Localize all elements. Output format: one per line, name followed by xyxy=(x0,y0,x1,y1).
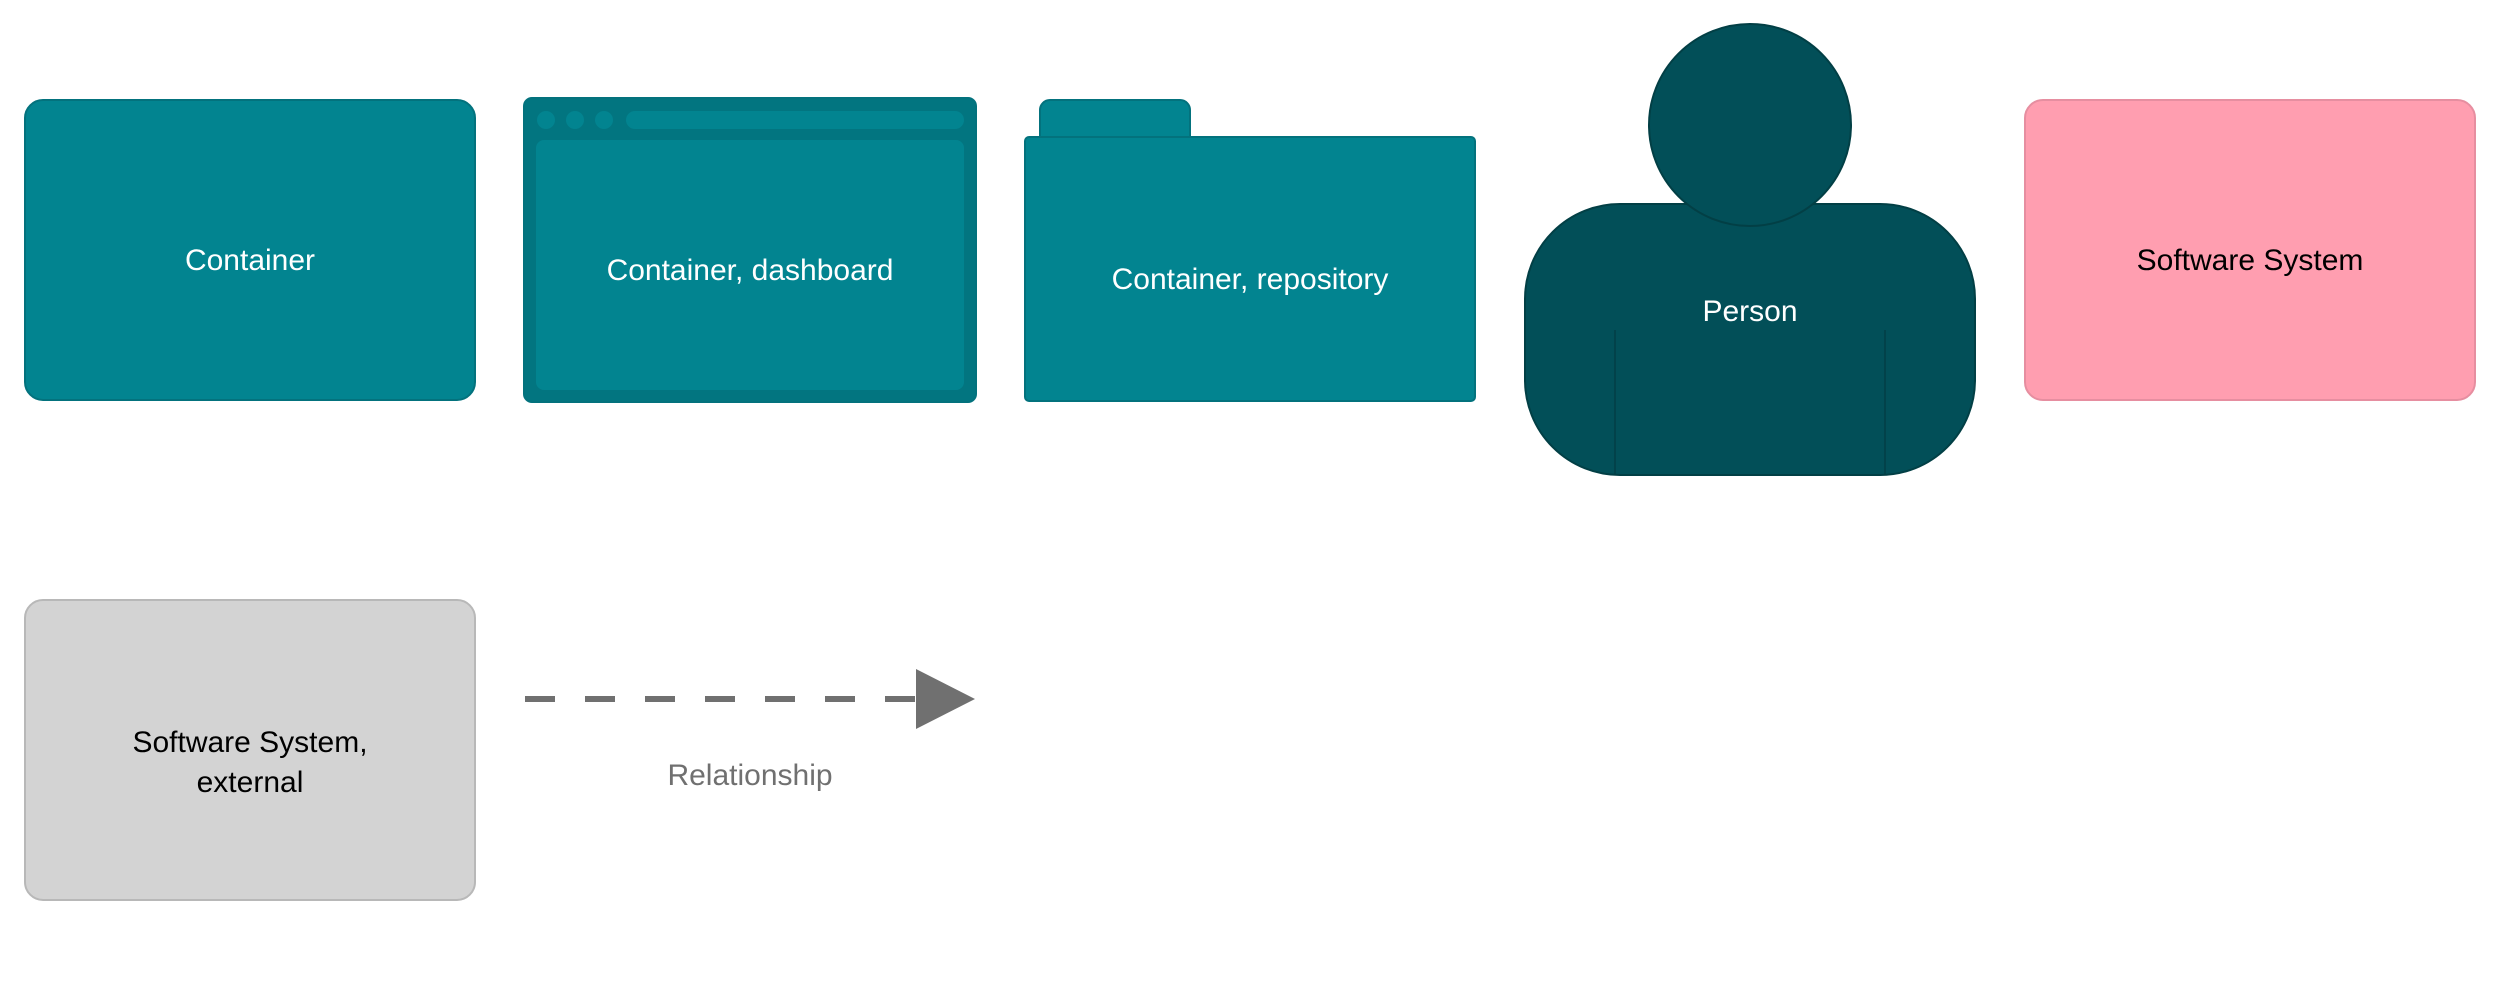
dashboard-content-area xyxy=(536,140,964,390)
dashboard-window-dot-1 xyxy=(537,111,555,129)
container-label: Container xyxy=(185,244,315,277)
container-repository-element[interactable]: Container, repository xyxy=(1024,99,1476,402)
relationship-label: Relationship xyxy=(667,759,832,792)
container-dashboard-element[interactable]: Container, dashboard xyxy=(523,97,977,403)
software-system-external-label-line1: Software System, xyxy=(132,726,367,759)
software-system-element[interactable]: Software System xyxy=(2024,99,2476,401)
person-head xyxy=(1648,23,1852,227)
person-element[interactable]: Person xyxy=(1524,23,1976,476)
software-system-external-label-line2: external xyxy=(197,766,304,799)
software-system-external-element[interactable]: Software System, external xyxy=(24,599,476,901)
container-box xyxy=(24,99,476,401)
container-repository-label: Container, repository xyxy=(1112,263,1389,296)
person-body xyxy=(1524,203,1976,476)
dashboard-address-bar xyxy=(626,111,964,129)
software-system-label: Software System xyxy=(2137,244,2364,277)
container-element[interactable]: Container xyxy=(24,99,476,401)
person-label: Person xyxy=(1702,295,1797,328)
repository-folder-body xyxy=(1024,136,1476,402)
software-system-box xyxy=(2024,99,2476,401)
dashboard-window-dot-3 xyxy=(595,111,613,129)
software-system-external-box xyxy=(24,599,476,901)
dashboard-window-dot-2 xyxy=(566,111,584,129)
relationship-arrowhead xyxy=(916,669,975,729)
container-dashboard-label: Container, dashboard xyxy=(607,254,894,287)
relationship-element[interactable]: Relationship xyxy=(525,669,975,792)
